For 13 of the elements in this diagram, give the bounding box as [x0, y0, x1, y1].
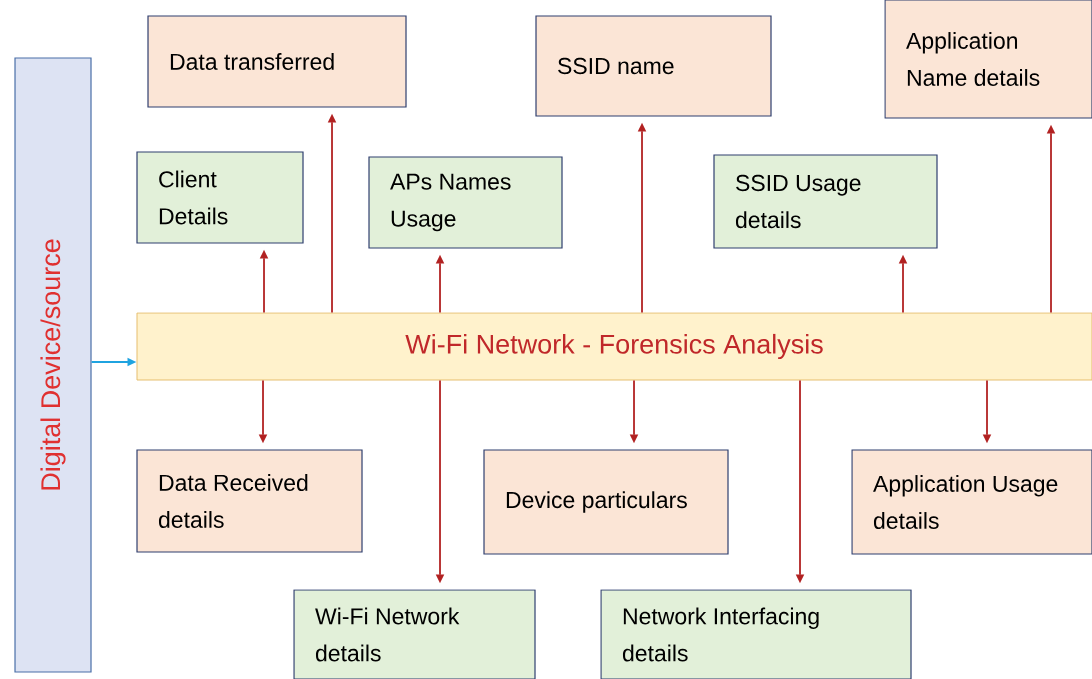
source-box: Digital Device/source — [14, 57, 92, 673]
process-box: APs Names Usage — [368, 156, 563, 249]
process-box: Client Details — [136, 151, 304, 244]
process-box: Application Name details — [884, 0, 1092, 119]
process-box: Wi-Fi Network details — [293, 589, 536, 679]
process-box: Data Received details — [136, 449, 363, 553]
process-box: Device particulars — [483, 449, 729, 555]
process-box: SSID Usage details — [713, 154, 938, 249]
process-box: Network Interfacing details — [600, 589, 912, 679]
analysis-band: Wi-Fi Network - Forensics Analysis — [136, 312, 1092, 381]
process-box: SSID name — [535, 15, 772, 117]
process-box: Application Usage details — [851, 449, 1092, 555]
process-box: Data transferred — [147, 15, 407, 108]
